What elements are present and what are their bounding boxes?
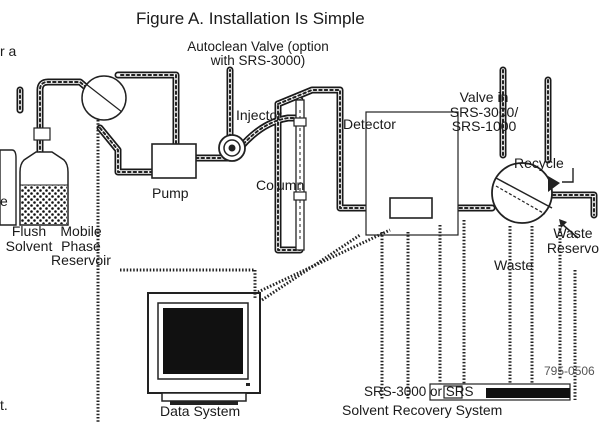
flush-solvent-label: Flush Solvent [5,223,53,254]
valve-label: Valve in SRS-3000/ SRS-1000 [449,89,519,135]
srs-valve [491,162,579,239]
solvent-recovery-label: Solvent Recovery System [342,402,503,418]
data-system-monitor [147,292,261,405]
srs-model-fragment: SRS-3000 or SRS [364,384,474,399]
injector-label: Injector [236,107,282,123]
recycle-label: Recycle [514,155,564,171]
data-system-label: Data System [160,403,241,419]
column-label: Column [256,177,305,193]
srs-unit [429,383,571,401]
fragment-left-text: r a [0,43,17,59]
autoclean-valve [81,75,127,121]
pump [151,143,197,179]
figure-number: 795-0506 [544,364,595,378]
detector [365,111,459,236]
pump-label: Pump [152,185,189,201]
mobile-phase-label: Mobile Phase Reservoir [51,223,111,269]
column [293,99,307,251]
fragment-bottom-left-text: t. [0,397,8,413]
signal-cables [96,120,577,423]
injector [218,134,246,162]
figure-title: Figure A. Installation Is Simple [136,9,365,28]
autoclean-valve-label: Autoclean Valve (option with SRS-3000) [187,39,329,69]
waste-reservoir-label: Waste Reservo [546,225,600,256]
mobile-phase-bottle [19,127,69,226]
left-edge-fragment: e [0,193,8,209]
flush-solvent-bottle [0,149,17,226]
detector-label: Detector [343,116,396,132]
waste-label: Waste [494,257,534,273]
